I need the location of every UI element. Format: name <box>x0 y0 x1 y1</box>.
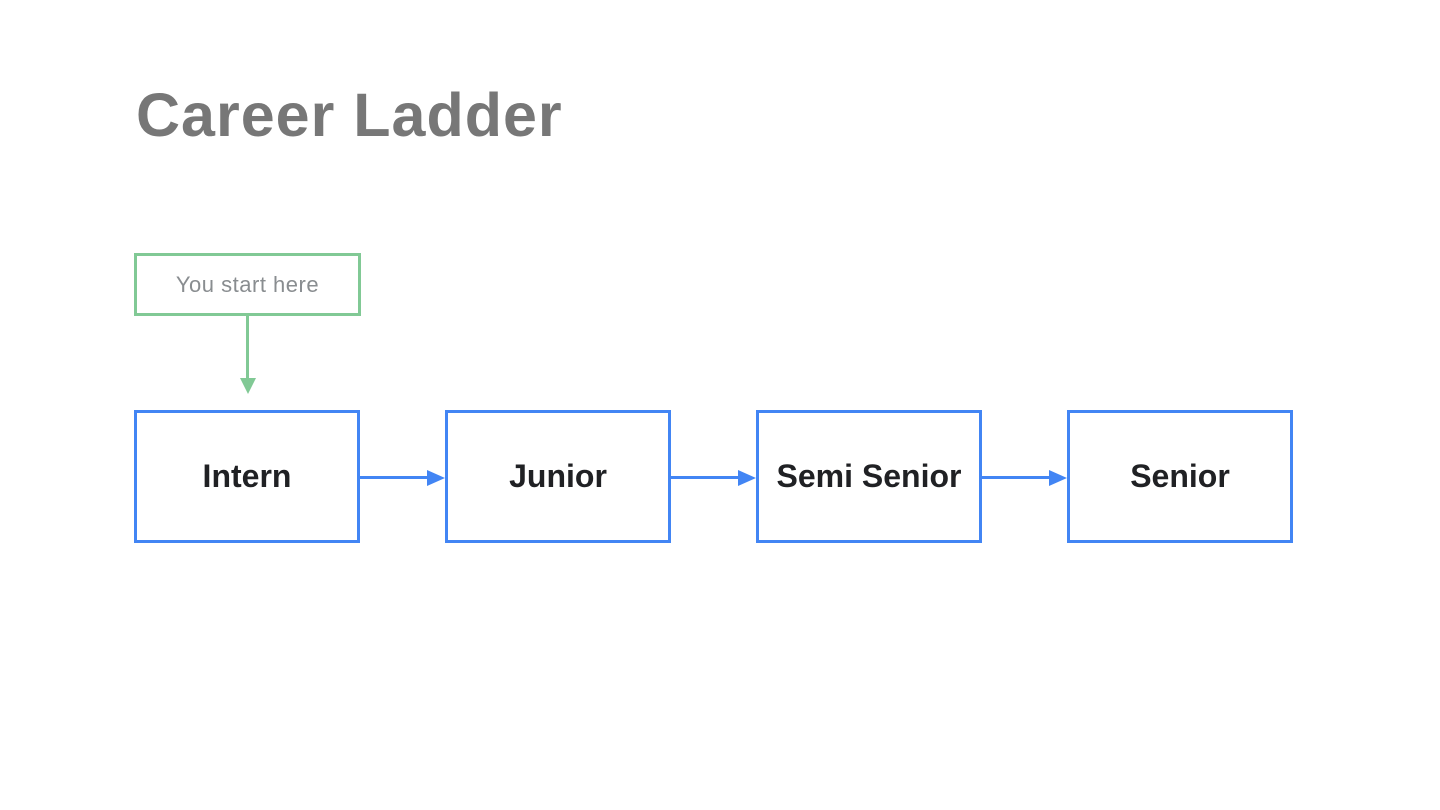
start-note-box: You start here <box>134 253 361 316</box>
right-arrow-connector <box>360 476 427 479</box>
ladder-step-semi-senior: Semi Senior <box>756 410 982 543</box>
ladder-step-senior: Senior <box>1067 410 1293 543</box>
ladder-step-junior: Junior <box>445 410 671 543</box>
step-label: Intern <box>202 458 292 494</box>
start-note-label: You start here <box>175 271 320 297</box>
down-arrow-connector <box>246 316 249 378</box>
step-label: Junior <box>509 458 607 494</box>
right-arrow-connector <box>670 476 738 479</box>
step-label: Senior <box>1130 458 1230 494</box>
right-arrow-connector <box>982 476 1049 479</box>
ladder-step-intern: Intern <box>134 410 360 543</box>
page-title: Career Ladder <box>136 81 563 149</box>
step-label: Semi Senior <box>776 458 962 494</box>
